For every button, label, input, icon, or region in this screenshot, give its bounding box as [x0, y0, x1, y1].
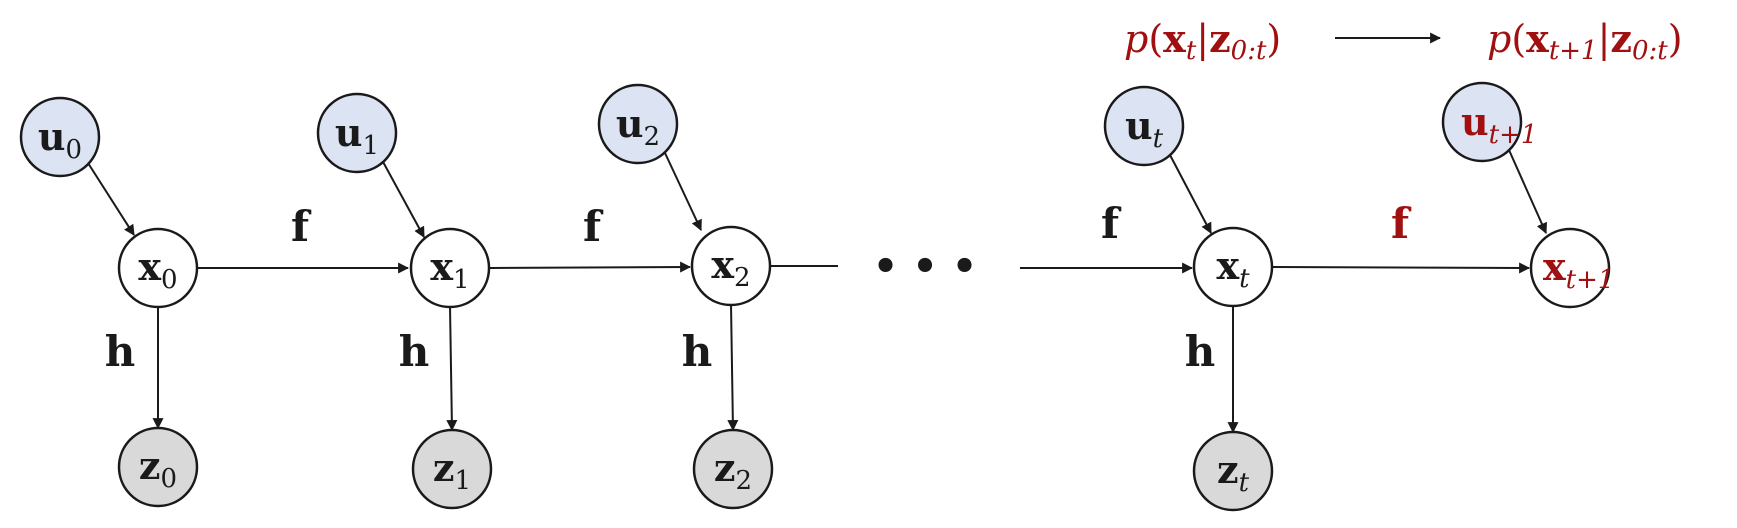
input-node: u1 [316, 92, 398, 174]
svg-text:p(xt+1|z0:t): p(xt+1|z0:t) [1487, 16, 1683, 66]
edges [87, 149, 1547, 434]
edge-labels: f f f f h h h h [105, 199, 1412, 376]
svg-text:u1: u1 [335, 110, 379, 161]
measurement-label-h: h [399, 327, 430, 376]
svg-text:z0: z0 [139, 443, 177, 494]
input-edge-2 [664, 152, 702, 231]
measurement-edge-2 [727, 303, 739, 432]
observation-nodes: z0 z1 z2 zt [117, 426, 1274, 512]
svg-text:x0: x0 [138, 244, 177, 295]
svg-text:x1: x1 [430, 244, 469, 295]
input-edge-t1 [1508, 149, 1547, 235]
svg-text:u0: u0 [38, 114, 82, 165]
state-node: xt [1192, 226, 1274, 308]
state-nodes: x0 x1 x2 xt xt+1 [117, 225, 1614, 309]
svg-text:ut+1: ut+1 [1461, 99, 1537, 150]
svg-text:z1: z1 [433, 445, 471, 496]
measurement-label-h: h [682, 327, 713, 376]
observation-node: z2 [692, 428, 774, 510]
measurement-edge-1 [446, 305, 458, 432]
input-edge-t [1169, 154, 1212, 234]
state-node: x0 [117, 227, 199, 309]
input-edge-1 [381, 159, 425, 238]
observation-node: zt [1192, 430, 1274, 512]
input-node: u2 [597, 83, 679, 165]
observation-node: z0 [117, 426, 199, 508]
state-node: xt+1 [1529, 227, 1614, 309]
svg-text:u2: u2 [616, 101, 660, 152]
transition-label-f: f [583, 202, 604, 251]
state-node: x1 [409, 227, 491, 309]
svg-text:x2: x2 [711, 242, 750, 293]
filtering-distribution: p(xt|z0:t) [1124, 16, 1281, 66]
prediction-formula: p(xt|z0:t) p(xt+1|z0:t) [1124, 16, 1683, 66]
ellipsis: • • • [873, 243, 978, 290]
measurement-label-h: h [1185, 327, 1216, 376]
transition-label-f: f [291, 202, 312, 251]
svg-text:p(xt|z0:t): p(xt|z0:t) [1124, 16, 1281, 66]
transition-label-f: f [1101, 199, 1122, 248]
input-node: ut [1103, 85, 1185, 167]
svg-text:ut: ut [1125, 103, 1164, 154]
measurement-label-h: h [105, 327, 136, 376]
svg-text:xt+1: xt+1 [1543, 244, 1614, 295]
transition-edge-t [1272, 262, 1531, 274]
observation-node: z1 [411, 428, 493, 510]
input-node: ut+1 [1441, 81, 1537, 163]
svg-text:zt: zt [1217, 447, 1250, 498]
transition-edge-1 [489, 261, 692, 273]
svg-text:xt: xt [1216, 243, 1250, 294]
predictive-distribution: p(xt+1|z0:t) [1487, 16, 1683, 66]
input-nodes: u0 u1 u2 ut ut+1 [19, 81, 1537, 178]
transition-label-f: f [1391, 199, 1412, 248]
svg-text:z2: z2 [714, 445, 752, 496]
input-node: u0 [19, 96, 101, 178]
input-edge-0 [87, 162, 135, 236]
state-node: x2 [690, 225, 772, 307]
